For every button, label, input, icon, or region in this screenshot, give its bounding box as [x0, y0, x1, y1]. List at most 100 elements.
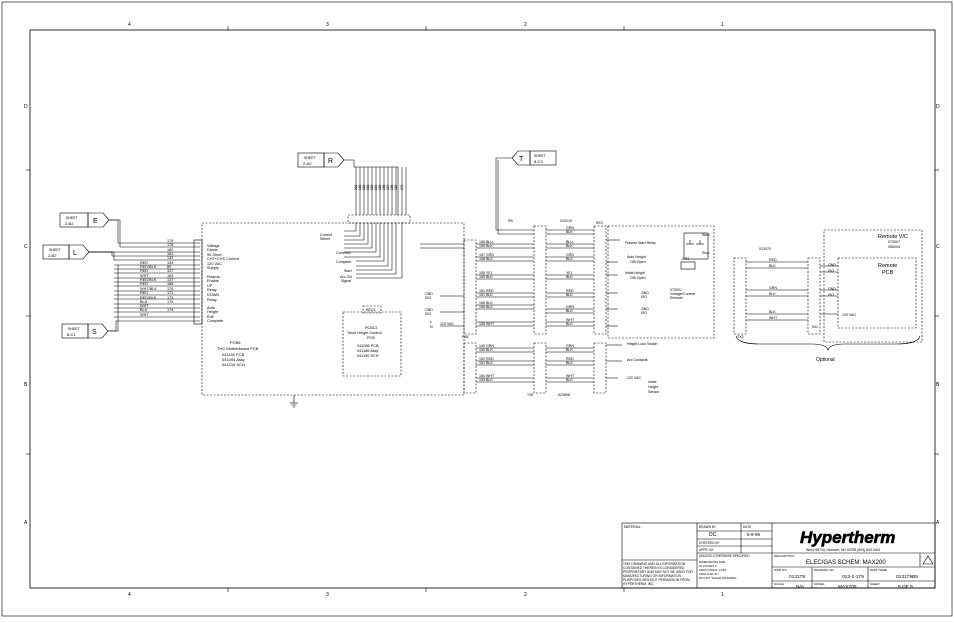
svg-text:Relay: Relay: [207, 288, 217, 292]
svg-text:RED/BLK: RED/BLK: [140, 296, 157, 300]
svg-text:Plasma Start Relay: Plasma Start Relay: [625, 241, 656, 245]
svg-text:GRN: GRN: [566, 305, 574, 309]
col-label-1: 1: [721, 22, 724, 28]
svg-text:BLU: BLU: [566, 240, 573, 244]
svg-text:DOWN: DOWN: [207, 293, 219, 297]
svg-text:156 BLK: 156 BLK: [479, 301, 493, 305]
svg-text:Supply: Supply: [207, 266, 219, 270]
svg-text:169: 169: [394, 184, 398, 190]
svg-text:GRN: GRN: [566, 253, 574, 257]
harness-connectors: [463, 225, 607, 394]
svg-text:ISO: ISO: [641, 311, 647, 315]
rec2-label: REC2: [366, 308, 375, 312]
svg-text:DC: DC: [709, 532, 717, 538]
svg-text:120 VAC: 120 VAC: [207, 262, 222, 266]
col-label-3-bottom: 3: [326, 592, 329, 598]
svg-text:Complete: Complete: [336, 260, 351, 264]
svg-text:UNLESS OTHERWISE SPECIFIED: UNLESS OTHERWISE SPECIFIED: [699, 554, 750, 558]
input-wires: [89, 219, 200, 332]
svg-text:BLK: BLK: [769, 310, 776, 314]
svg-text:PCB: PCB: [882, 270, 894, 276]
svg-text:N: N: [430, 325, 433, 329]
svg-text:BLK: BLK: [566, 275, 573, 279]
svg-text:ELEC/GAS SCHEM: MAX200: ELEC/GAS SCHEM: MAX200: [806, 560, 886, 566]
remote-vc-labels: Remote V/C 073007 056004 Remote PCB Opti…: [816, 234, 908, 363]
svg-text:156 BLK: 156 BLK: [479, 305, 493, 309]
svg-text:173: 173: [167, 296, 173, 300]
svg-text:Voltage/Current: Voltage/Current: [670, 292, 695, 296]
svg-text:Voltage: Voltage: [207, 244, 220, 248]
svg-text:90-Short: 90-Short: [207, 253, 223, 257]
svg-text:WHT: WHT: [566, 374, 575, 378]
svg-text:Arc Contacts: Arc Contacts: [627, 358, 648, 362]
svg-text:80: 80: [167, 265, 171, 269]
svg-text:SCALE: SCALE: [774, 582, 784, 586]
col-label-4-bottom: 4: [128, 592, 131, 598]
remote-block: [607, 225, 715, 339]
svg-text:GND: GND: [425, 308, 433, 312]
svg-text:151 RED: 151 RED: [479, 289, 494, 293]
svg-text:Remote V/C: Remote V/C: [878, 234, 908, 240]
svg-text:YEL: YEL: [566, 271, 573, 275]
harness-left-labels: 158 BLU 159 BLK 157 GRN 158 BLK 155 YEL …: [479, 240, 495, 382]
svg-text:161: 161: [362, 184, 366, 190]
svg-text:150 BLK: 150 BLK: [479, 348, 493, 352]
svg-text:041216 SCH: 041216 SCH: [222, 362, 245, 367]
svg-text:041055 PCB: 041055 PCB: [357, 344, 379, 348]
svg-text:ANGULAR ±1°: ANGULAR ±1°: [699, 572, 720, 576]
svg-text:WHT: WHT: [140, 313, 149, 317]
svg-text:Complete: Complete: [207, 319, 223, 323]
harness-wires: [420, 157, 622, 383]
svg-text:171: 171: [167, 291, 173, 295]
svg-text:Current: Current: [320, 233, 332, 237]
svg-text:Initial: Initial: [648, 380, 657, 384]
svg-text:Off=Open: Off=Open: [630, 276, 646, 280]
svg-text:ISO: ISO: [425, 312, 431, 316]
svg-text:BLK: BLK: [566, 257, 573, 261]
svg-text:FRACTIONAL ±1/64: FRACTIONAL ±1/64: [699, 568, 727, 572]
inner-frame: [29, 29, 936, 589]
svg-text:BLK: BLK: [566, 348, 573, 352]
svg-text:RED: RED: [140, 282, 148, 286]
svg-text:5-9-96: 5-9-96: [747, 532, 761, 537]
svg-text:E: E: [93, 218, 98, 225]
sheet-ref-l: SHEET 2-B2 L: [42, 244, 90, 260]
svg-text:Optional: Optional: [816, 357, 835, 363]
svg-text:IN INCHES ±: IN INCHES ±: [699, 564, 717, 568]
svg-text:REC: REC: [596, 221, 604, 225]
col-label-2: 2: [524, 22, 527, 28]
svg-text:WHT: WHT: [140, 274, 149, 278]
svg-text:149 GRN: 149 GRN: [479, 344, 494, 348]
svg-text:159 BLK: 159 BLK: [479, 244, 493, 248]
svg-text:155 WHT: 155 WHT: [479, 322, 495, 326]
svg-text:Height: Height: [648, 385, 658, 389]
svg-text:168: 168: [390, 184, 394, 190]
svg-text:L: L: [430, 320, 432, 324]
svg-text:155 BLK: 155 BLK: [479, 275, 493, 279]
row-label-c-right: C: [936, 244, 940, 250]
svg-text:Enable: Enable: [207, 279, 219, 283]
r-connector-wires: [344, 223, 403, 279]
optional-section: [733, 229, 923, 351]
svg-text:BLK: BLK: [566, 361, 573, 365]
svg-text:PCB13: PCB13: [365, 326, 377, 330]
row-label-a-right: A: [936, 520, 940, 526]
svg-text:BLK: BLK: [566, 244, 573, 248]
svg-text:167: 167: [386, 184, 390, 190]
svg-text:DO NOT SCALE DRAWING: DO NOT SCALE DRAWING: [699, 576, 737, 580]
svg-text:151 BLK: 151 BLK: [479, 361, 493, 365]
svg-text:137: 137: [167, 278, 173, 282]
svg-text:162: 162: [366, 184, 370, 190]
svg-text:MAX200: MAX200: [838, 584, 857, 590]
svg-text:L: L: [73, 250, 77, 257]
svg-text:GND: GND: [641, 307, 649, 311]
svg-text:THC Motherboard PCB: THC Motherboard PCB: [217, 346, 259, 351]
svg-text:120 VAC: 120 VAC: [842, 313, 857, 317]
svg-text:Height: Height: [207, 310, 219, 314]
svg-text:163: 163: [370, 184, 374, 190]
svg-text:180: 180: [167, 248, 173, 252]
svg-text:RED: RED: [140, 291, 148, 295]
row-label-c: C: [24, 244, 28, 250]
svg-text:041094 Assy: 041094 Assy: [222, 357, 245, 362]
